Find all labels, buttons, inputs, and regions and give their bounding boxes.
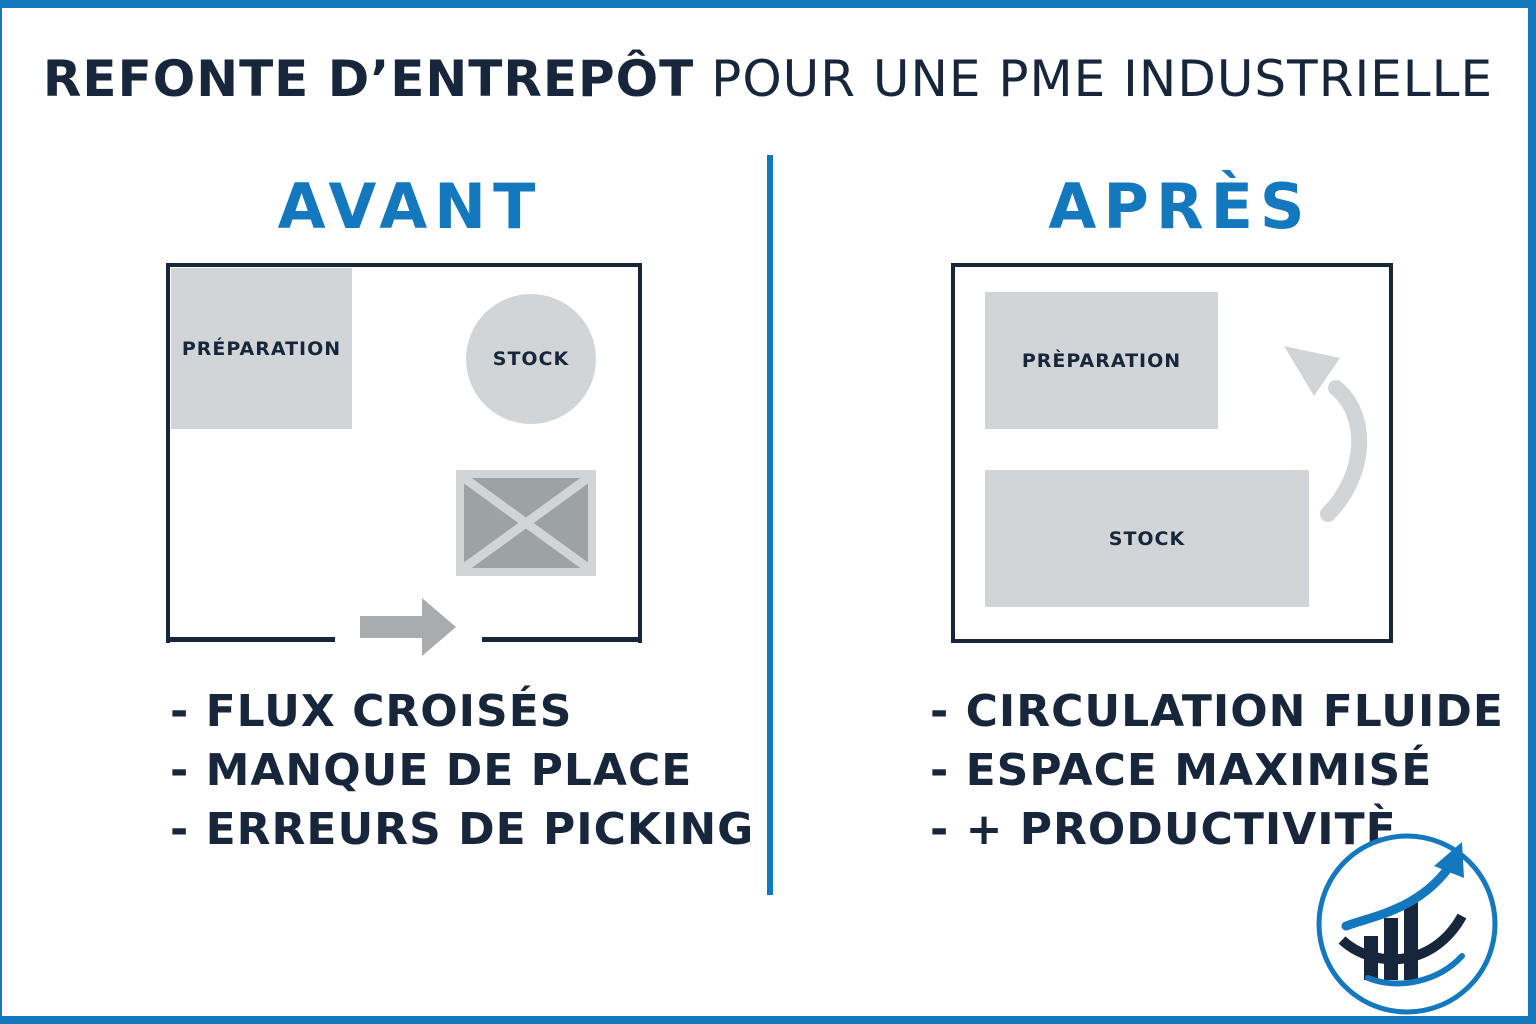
list-item: - MANQUE DE PLACE <box>170 745 693 796</box>
column-divider <box>767 155 773 895</box>
before-heading: AVANT <box>277 170 543 243</box>
before-issues-list: - FLUX CROISÉS - MANQUE DE PLACE - ERREU… <box>170 682 754 859</box>
before-bottom-wall-left <box>166 637 335 642</box>
list-item: - ESPACE MAXIMISÉ <box>930 745 1433 796</box>
after-zone-stock: STOCK <box>985 470 1309 607</box>
list-item: - CIRCULATION FLUIDE <box>930 686 1504 737</box>
curved-arrow-icon <box>1284 346 1368 522</box>
title-strong: REFONTE D’ENTREPÔT <box>42 50 695 108</box>
before-bottom-wall-right <box>482 637 642 642</box>
right-arrow-icon <box>360 598 456 656</box>
growth-chart-logo <box>1316 833 1498 1015</box>
after-heading: APRÈS <box>1048 170 1312 243</box>
after-plan-walls <box>951 263 1393 643</box>
title-light: POUR UNE PME INDUSTRIELLE <box>711 50 1494 108</box>
before-zone-preparation: PRÉPARATION <box>171 268 352 429</box>
list-item: - FLUX CROISÉS <box>170 686 573 737</box>
crossed-box-icon <box>456 470 596 576</box>
after-benefits-list: - CIRCULATION FLUIDE - ESPACE MAXIMISÉ -… <box>930 682 1504 859</box>
after-zone-stock-label: STOCK <box>1108 527 1186 550</box>
page-title: REFONTE D’ENTREPÔT POUR UNE PME INDUSTRI… <box>0 50 1536 108</box>
before-zone-stock: STOCK <box>466 294 596 424</box>
before-plan-walls <box>166 263 642 643</box>
list-item: - + PRODUCTIVITÈ <box>930 804 1397 855</box>
after-zone-preparation: PRÈPARATION <box>985 292 1218 429</box>
list-item: - ERREURS DE PICKING <box>170 804 755 855</box>
